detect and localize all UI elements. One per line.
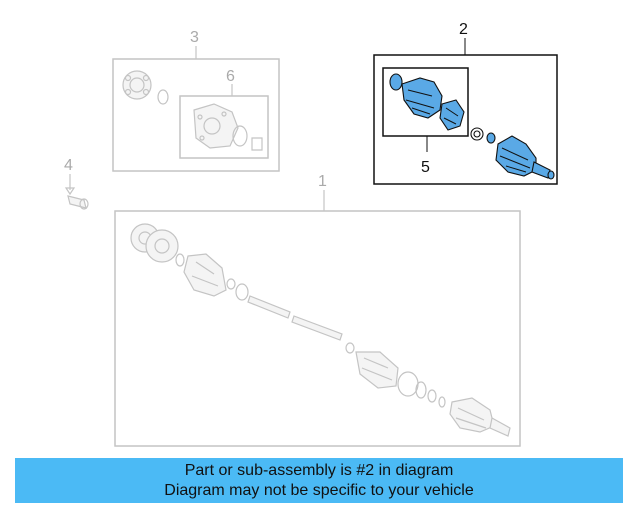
callout-1: 1 — [318, 173, 327, 190]
callout-3: 3 — [190, 29, 199, 46]
callout-6: 6 — [226, 68, 235, 85]
part-2-group: 2 5 — [373, 21, 558, 185]
part-3-flange-drawing — [122, 70, 169, 105]
part-5-boot-drawing — [389, 73, 465, 131]
callout-2: 2 — [459, 21, 468, 38]
part-3-box — [112, 58, 280, 172]
callout-5: 5 — [421, 159, 430, 176]
part-6-joint-drawing — [193, 103, 263, 151]
info-banner: Part or sub-assembly is #2 in diagram Di… — [15, 458, 623, 503]
part-2-box — [373, 54, 558, 185]
banner-line-1: Part or sub-assembly is #2 in diagram — [184, 462, 454, 479]
part-1-box — [114, 210, 521, 447]
part-4-bolt: 4 — [64, 157, 89, 210]
banner-line-2: Diagram may not be specific to your vehi… — [164, 482, 474, 499]
part-2-rings-drawing — [470, 127, 496, 144]
part-2-cv-joint-drawing — [495, 135, 555, 180]
part-6-group: 6 — [179, 68, 269, 159]
part-3-group: 3 — [112, 29, 280, 172]
part-1-axle-drawing — [130, 223, 511, 437]
part-6-box — [179, 95, 269, 159]
callout-4: 4 — [64, 157, 73, 174]
part-5-box — [382, 67, 469, 137]
parts-diagram: 3 6 4 — [64, 21, 558, 447]
part-1-group: 1 — [114, 173, 521, 447]
